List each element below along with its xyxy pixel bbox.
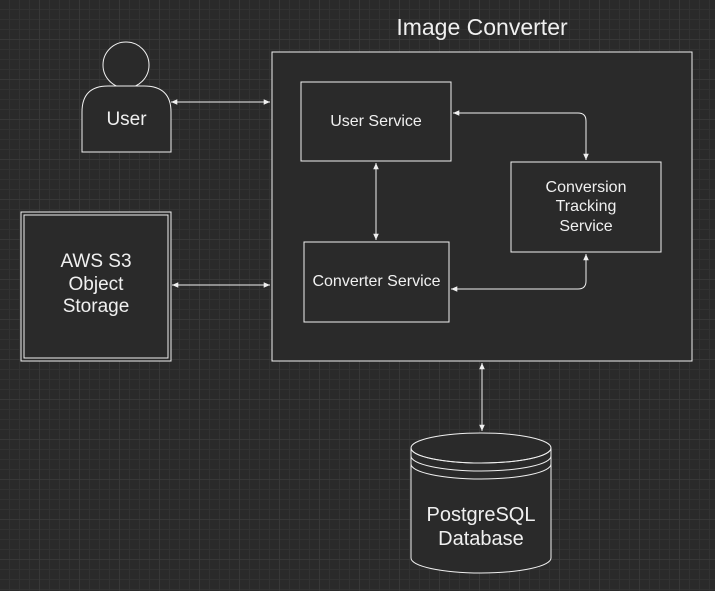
connector-user-service-to-conversion-tracking	[453, 110, 589, 160]
converter-service-label: Converter Service	[312, 273, 441, 291]
user-service-box[interactable]	[300, 81, 452, 162]
postgresql-cylinder[interactable]	[410, 432, 552, 574]
conversion-tracking-label: Conversion Tracking Service	[545, 179, 627, 235]
diagram-title: Image Converter	[396, 14, 568, 41]
user-service-label: User Service	[330, 112, 422, 130]
aws-s3-label: AWS S3 Object Storage	[60, 250, 132, 318]
connector-converter-service-to-conversion-tracking	[451, 254, 589, 292]
aws-s3-storage-box[interactable]	[20, 211, 172, 362]
converter-service-box[interactable]	[303, 241, 450, 323]
user-actor[interactable]	[81, 41, 172, 153]
postgresql-label: PostgreSQL Database	[426, 504, 536, 550]
conversion-tracking-box[interactable]	[510, 161, 662, 253]
user-label: User	[106, 108, 147, 130]
